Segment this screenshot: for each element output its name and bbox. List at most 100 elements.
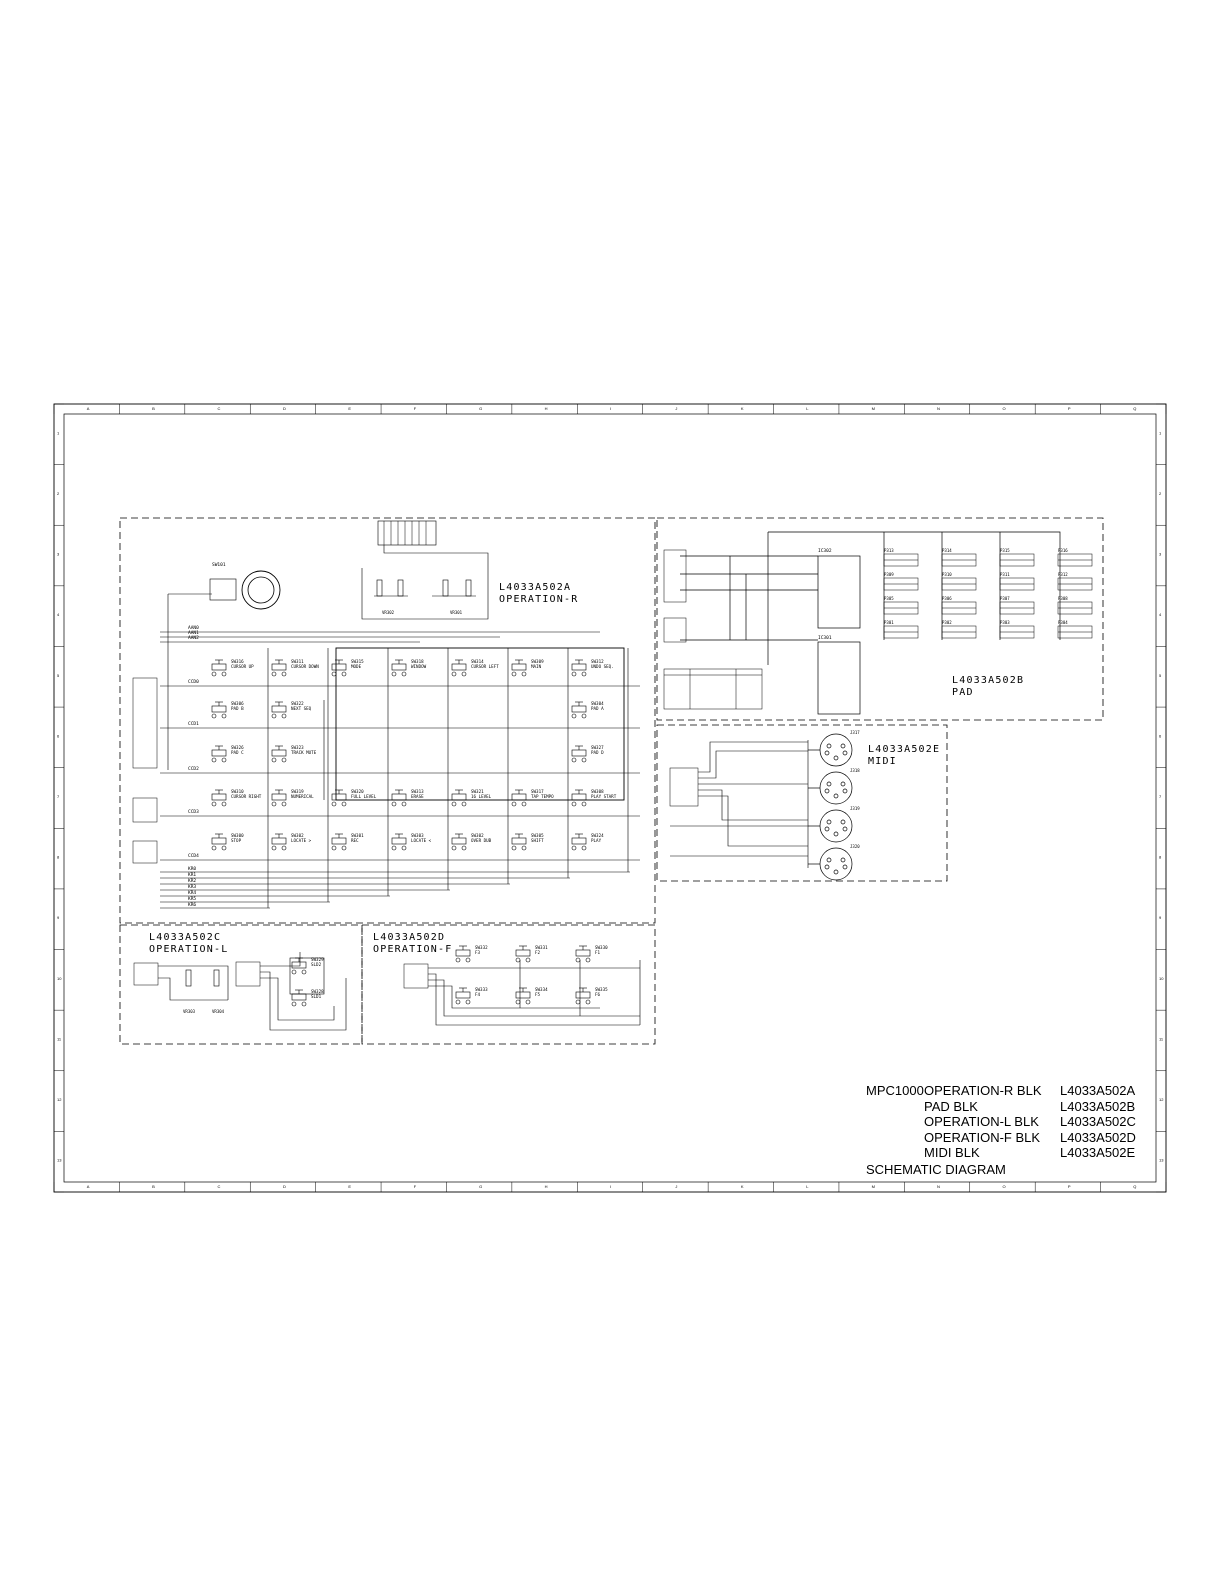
grid-ticks bbox=[53, 403, 1167, 1193]
button-label: PAD A bbox=[591, 706, 604, 711]
grid-letter: Q bbox=[1133, 1184, 1136, 1189]
grid-letter: O bbox=[1002, 1184, 1005, 1189]
button-label: CURSOR DOWN bbox=[291, 664, 319, 669]
pad-connector-icon bbox=[1057, 601, 1093, 615]
button-label: NUMERICAL bbox=[291, 794, 314, 799]
grid-number: 6 bbox=[1159, 733, 1162, 738]
pad-connector-icon bbox=[883, 601, 919, 615]
pad-name: PAD bbox=[952, 687, 974, 698]
push-button-icon bbox=[211, 745, 227, 763]
button-label: PAD D bbox=[591, 750, 604, 755]
pad-connector-label: P309 bbox=[884, 572, 894, 577]
grid-number: 11 bbox=[57, 1036, 62, 1041]
button-label: F6 bbox=[595, 992, 601, 997]
grid-letter: L bbox=[806, 406, 809, 411]
push-button-icon bbox=[271, 789, 287, 807]
title-block: MPC1000 OPERATION-R BLK L4033A502A PAD B… bbox=[866, 1083, 1146, 1177]
midi-jack-label: J318 bbox=[850, 768, 860, 773]
title-row-name: OPERATION-L BLK bbox=[924, 1114, 1039, 1129]
title-row-code: L4033A502C bbox=[1060, 1114, 1136, 1129]
button-label: CURSOR RIGHT bbox=[231, 794, 262, 799]
pad-connector-icon bbox=[941, 577, 977, 591]
net-kr1: KR1 bbox=[188, 872, 196, 878]
operation-r-code: L4033A502A bbox=[499, 582, 571, 593]
operation-f-block: L4033A502D OPERATION-F SW332F3SW331F2SW3… bbox=[361, 924, 656, 1045]
push-button-icon bbox=[451, 659, 467, 677]
title-row-code: L4033A502A bbox=[1060, 1083, 1136, 1098]
grid-letter: K bbox=[741, 406, 744, 411]
button-ref: SW330 bbox=[595, 945, 608, 950]
button-ref: SW332 bbox=[475, 945, 488, 950]
net-kr3: KR3 bbox=[188, 884, 196, 890]
push-button-icon bbox=[391, 789, 407, 807]
operation-f-name: OPERATION-F bbox=[373, 944, 452, 955]
pot-vr302-label: VR302 bbox=[382, 610, 395, 615]
grid-letter: B bbox=[152, 406, 155, 411]
grid-number: 7 bbox=[1159, 794, 1162, 799]
pad-block: L4033A502B PAD IC302 IC301 bbox=[656, 517, 1104, 721]
pot-vr304-icon bbox=[213, 969, 220, 987]
push-button-icon bbox=[575, 945, 591, 963]
button-ref: SW319 bbox=[291, 789, 304, 794]
button-label: UNDO SEQ. bbox=[591, 664, 614, 669]
button-ref: SW334 bbox=[535, 987, 548, 992]
midi-jack-icon bbox=[808, 733, 853, 767]
net-aan2: AAN2 bbox=[188, 635, 199, 641]
button-ref: SW305 bbox=[531, 833, 544, 838]
push-button-icon bbox=[455, 945, 471, 963]
net-labels: CCD0 CCD1 CCD2 CCD3 CCD4 KR0 KR1 KR2 KR3… bbox=[188, 625, 199, 908]
title-row-code: L4033A502B bbox=[1060, 1098, 1136, 1114]
button-ref: SW308 bbox=[591, 789, 604, 794]
grid-letter: I bbox=[610, 406, 611, 411]
midi-jack-label: J320 bbox=[850, 844, 860, 849]
title-row-code: L4033A502D bbox=[1060, 1129, 1136, 1145]
matrix-wiring bbox=[160, 593, 640, 909]
push-button-icon bbox=[451, 789, 467, 807]
pad-connector-label: P301 bbox=[884, 620, 894, 625]
button-ref: SW309 bbox=[531, 659, 544, 664]
button-label: LOCATE > bbox=[291, 838, 312, 843]
grid-number: 1 bbox=[57, 430, 60, 435]
button-ref: SW312 bbox=[591, 659, 604, 664]
pad-connector-icon bbox=[999, 553, 1035, 567]
grid-letter: D bbox=[283, 406, 286, 411]
button-ref: SW310 bbox=[231, 789, 244, 794]
operation-l-wiring bbox=[133, 952, 347, 1031]
ic302-label: IC302 bbox=[818, 548, 832, 554]
grid-letter: A bbox=[87, 406, 90, 411]
operation-l-name: OPERATION-L bbox=[149, 944, 228, 955]
grid-number: 2 bbox=[57, 491, 60, 496]
net-kr5: KR5 bbox=[188, 896, 196, 902]
encoder-icon bbox=[209, 570, 281, 610]
grid-number: 12 bbox=[1159, 1097, 1164, 1102]
pad-connector-icon bbox=[1057, 625, 1093, 639]
pad-truth-table bbox=[663, 668, 763, 710]
push-button-icon bbox=[455, 987, 471, 1005]
button-ref: SW322 bbox=[291, 701, 304, 706]
grid-number: 13 bbox=[57, 1158, 62, 1163]
push-button-icon bbox=[331, 833, 347, 851]
pad-connector-label: P312 bbox=[1058, 572, 1068, 577]
title-row: OPERATION-F BLK L4033A502D bbox=[866, 1130, 1146, 1146]
grid-letter: P bbox=[1068, 406, 1071, 411]
button-ref: SW321 bbox=[471, 789, 484, 794]
grid-letter: M bbox=[872, 406, 875, 411]
title-row-name: PAD BLK bbox=[924, 1098, 978, 1114]
push-button-icon bbox=[271, 659, 287, 677]
button-ref: SW300 bbox=[231, 833, 244, 838]
push-button-icon bbox=[271, 745, 287, 763]
push-button-icon bbox=[515, 987, 531, 1005]
net-kr2: KR2 bbox=[188, 878, 196, 884]
grid-letter: F bbox=[414, 1184, 417, 1189]
grid-number: 10 bbox=[57, 976, 62, 981]
operation-l-block: L4033A502C OPERATION-L VR303 VR304 SW329… bbox=[119, 924, 363, 1045]
push-button-icon bbox=[451, 833, 467, 851]
title-row: MPC1000 OPERATION-R BLK L4033A502A bbox=[866, 1083, 1146, 1099]
pot-vr301-label: VR301 bbox=[450, 610, 463, 615]
grid-letter: L bbox=[806, 1184, 809, 1189]
grid-letter: H bbox=[545, 1184, 548, 1189]
grid-letter: N bbox=[937, 406, 940, 411]
